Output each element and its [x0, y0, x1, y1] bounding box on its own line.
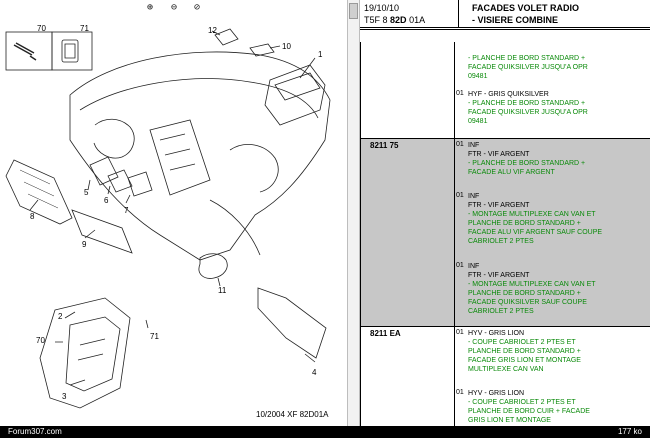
qty: 01: [456, 90, 464, 97]
ref-bold: 82D: [390, 15, 407, 25]
header-divider: [458, 0, 459, 28]
variant-line: FTR - VIF ARGENT: [468, 151, 530, 158]
variant-line: HYV - GRIS LION: [468, 330, 525, 337]
qty: 01: [456, 141, 464, 148]
left-border: [360, 42, 361, 426]
condition-line: PLANCHE DE BORD CUIR + FACADE: [468, 408, 590, 415]
callout-label: 12: [208, 26, 217, 35]
qty: 01: [456, 192, 464, 199]
callout-label: 3: [62, 392, 67, 401]
condition-line: FACADE GRIS LION ET MONTAGE: [468, 357, 581, 364]
condition-line: FACADE QUIKSILVER JUSQU'A OPR: [468, 109, 588, 116]
variant-line: HYF - GRIS QUIKSILVER: [468, 91, 549, 98]
header-rule: [360, 27, 650, 28]
parts-list-panel: 19/10/10 FACADES VOLET RADIO T5F 8 82D 0…: [360, 0, 650, 426]
column-divider: [454, 42, 455, 426]
qty: 01: [456, 389, 464, 396]
row-rule: [360, 326, 650, 327]
callout-label: 71: [80, 24, 89, 33]
condition-line: CABRIOLET 2 PTES: [468, 238, 534, 245]
variant-line: INF: [468, 142, 480, 149]
vertical-scrollbar[interactable]: [347, 0, 360, 426]
condition-line: FACADE QUIKSILVER JUSQU'A OPR: [468, 64, 588, 71]
header-reference: T5F 8 82D 01A: [364, 15, 425, 25]
header-title: - VISIERE COMBINE: [472, 15, 559, 25]
file-size: 177 ko: [617, 427, 642, 436]
qty: 01: [456, 262, 464, 269]
header-category: FACADES VOLET RADIO: [472, 3, 580, 13]
ref-suffix: 01A: [409, 15, 426, 25]
variant-line: FTR - VIF ARGENT: [468, 202, 530, 209]
callout-label: 70: [36, 336, 45, 345]
condition-line: PLANCHE DE BORD STANDARD +: [468, 220, 581, 227]
zoom-fit-icon[interactable]: ⊘: [194, 2, 201, 13]
part-code: 8211 EA: [370, 329, 401, 338]
scroll-thumb[interactable]: [349, 3, 358, 19]
highlight-band: [360, 138, 650, 326]
condition-line: CABRIOLET 2 PTES: [468, 308, 534, 315]
condition-line: - MONTAGE MULTIPLEXE CAN VAN ET: [468, 211, 596, 218]
variant-line: HYV - GRIS LION: [468, 390, 525, 397]
callout-label: 2: [58, 312, 63, 321]
condition-line: - PLANCHE DE BORD STANDARD +: [468, 160, 586, 167]
condition-line: PLANCHE DE BORD STANDARD +: [468, 290, 581, 297]
header-rule: [360, 29, 650, 30]
ref-prefix: T5F 8: [364, 15, 388, 25]
condition-line: 09481: [468, 73, 488, 80]
condition-line: FACADE ALU VIF ARGENT: [468, 169, 555, 176]
condition-line: - PLANCHE DE BORD STANDARD +: [468, 55, 586, 62]
condition-line: MULTIPLEXE CAN VAN: [468, 366, 544, 373]
part-code: 8211 75: [370, 141, 399, 150]
zoom-in-icon[interactable]: ⊕: [147, 2, 154, 13]
condition-line: GRIS LION ET MONTAGE: [468, 417, 551, 424]
condition-line: PLANCHE DE BORD STANDARD +: [468, 348, 581, 355]
condition-line: FACADE ALU VIF ARGENT SAUF COUPE: [468, 229, 603, 236]
condition-line: - COUPE CABRIOLET 2 PTES ET: [468, 399, 576, 406]
qty: 01: [456, 329, 464, 336]
callout-label: 9: [82, 240, 87, 249]
variant-line: INF: [468, 263, 480, 270]
callout-label: 10: [282, 42, 291, 51]
callout-label: 71: [150, 332, 159, 341]
variant-line: FTR - VIF ARGENT: [468, 272, 530, 279]
condition-line: FACADE QUIKSILVER SAUF COUPE: [468, 299, 587, 306]
site-name: Forum307.com: [8, 427, 62, 436]
condition-line: - MONTAGE MULTIPLEXE CAN VAN ET: [468, 281, 596, 288]
callout-label: 5: [84, 188, 89, 197]
header-date: 19/10/10: [364, 3, 400, 13]
row-rule: [360, 138, 650, 139]
zoom-out-icon[interactable]: ⊖: [171, 2, 178, 13]
callout-label: 4: [312, 368, 317, 377]
callout-label: 6: [104, 196, 109, 205]
condition-line: - PLANCHE DE BORD STANDARD +: [468, 100, 586, 107]
diagram-caption: 10/2004 XF 82D01A: [256, 410, 329, 419]
status-bar: Forum307.com 177 ko: [0, 426, 650, 438]
condition-line: - COUPE CABRIOLET 2 PTES ET: [468, 339, 576, 346]
callout-label: 8: [30, 212, 35, 221]
callout-label: 11: [218, 286, 227, 295]
dashboard-exploded-diagram: [5, 28, 331, 409]
callout-label: 1: [318, 50, 323, 59]
variant-line: INF: [468, 193, 480, 200]
diagram-panel: ⊕ ⊖ ⊘: [5, 2, 331, 419]
callout-label: 70: [37, 24, 46, 33]
callout-label: 7: [124, 206, 129, 215]
condition-line: 09481: [468, 118, 488, 125]
